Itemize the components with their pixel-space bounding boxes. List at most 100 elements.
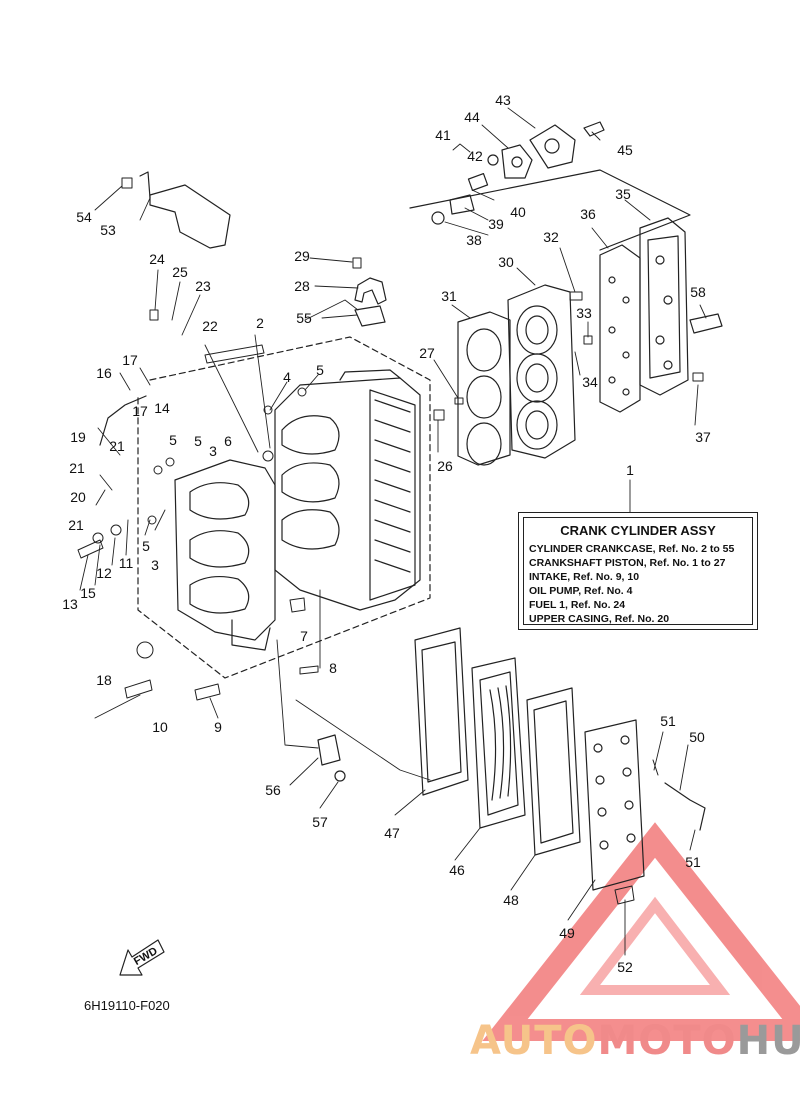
bolt-57-icon	[334, 770, 346, 782]
callout-49: 49	[559, 925, 575, 941]
callout-12: 12	[96, 565, 112, 581]
watermark-part-3: HUB	[736, 1018, 800, 1064]
callout-5d: 5	[142, 538, 150, 554]
head-cover-gasket	[599, 244, 641, 413]
bracket-55	[354, 305, 386, 327]
exhaust-gasket-48	[526, 687, 581, 856]
info-line: OIL PUMP, Ref. No. 4	[529, 585, 633, 597]
cylinder-head	[507, 284, 576, 459]
callout-5b: 5	[169, 432, 177, 448]
callout-26: 26	[437, 458, 453, 474]
callout-4: 4	[283, 369, 291, 385]
spark-plug-58	[689, 313, 723, 334]
callout-10: 10	[152, 719, 168, 735]
callout-50: 50	[689, 729, 705, 745]
callout-39: 39	[488, 216, 504, 232]
callout-2: 2	[256, 315, 264, 331]
callout-19: 19	[70, 429, 86, 445]
callout-56: 56	[265, 782, 281, 798]
callout-52: 52	[617, 959, 633, 975]
crankcase	[174, 459, 276, 651]
callout-35: 35	[615, 186, 631, 202]
exhaust-gasket-47	[414, 627, 469, 796]
bracket-53	[139, 171, 231, 249]
info-box-title: CRANK CYLINDER ASSY	[560, 523, 716, 538]
callout-14: 14	[154, 400, 170, 416]
callout-30: 30	[498, 254, 514, 270]
callout-28: 28	[294, 278, 310, 294]
watermark-logo	[482, 822, 800, 1041]
watermark-part-1: AUTO	[470, 1018, 598, 1064]
callout-17b: 17	[132, 403, 148, 419]
callout-3a: 3	[209, 443, 217, 459]
callout-29: 29	[294, 248, 310, 264]
leader-lines	[79, 107, 707, 956]
callout-21c: 21	[68, 517, 84, 533]
info-line: CRANKSHAFT PISTON, Ref. No. 1 to 27	[529, 557, 726, 569]
callout-36: 36	[580, 206, 596, 222]
callout-37: 37	[695, 429, 711, 445]
callout-41: 41	[435, 127, 451, 143]
clamp-28	[354, 277, 387, 305]
callout-44: 44	[464, 109, 480, 125]
callout-17a: 17	[122, 352, 138, 368]
callout-33: 33	[576, 305, 592, 321]
callout-47: 47	[384, 825, 400, 841]
exhaust-inner-plate-46	[471, 657, 526, 829]
callout-40: 40	[510, 204, 526, 220]
top-assembly-outline	[409, 169, 691, 251]
callout-55: 55	[296, 310, 312, 326]
callout-8: 8	[329, 660, 337, 676]
callout-46: 46	[449, 862, 465, 878]
callout-24: 24	[149, 251, 165, 267]
callout-21b: 21	[109, 438, 125, 454]
callout-6: 6	[224, 433, 232, 449]
callout-51b: 51	[685, 854, 701, 870]
thermostat-cover	[431, 121, 605, 225]
callout-5c: 5	[194, 433, 202, 449]
callout-51a: 51	[660, 713, 676, 729]
diagram-code: 6H19110-F020	[84, 998, 170, 1013]
callout-1: 1	[626, 462, 634, 478]
callout-7: 7	[300, 628, 308, 644]
callout-16: 16	[96, 365, 112, 381]
callout-22: 22	[202, 318, 218, 334]
hose-16	[99, 395, 147, 446]
callout-27: 27	[419, 345, 435, 361]
callout-20: 20	[70, 489, 86, 505]
callout-58: 58	[690, 284, 706, 300]
head-gasket	[457, 311, 511, 466]
callout-9: 9	[214, 719, 222, 735]
callout-21a: 21	[69, 460, 85, 476]
fasteners	[77, 177, 704, 905]
info-line: FUEL 1, Ref. No. 24	[529, 599, 626, 611]
callout-23: 23	[195, 278, 211, 294]
info-box-inner-border	[523, 517, 753, 625]
watermark-part-2: MOTO	[597, 1018, 737, 1064]
hose-50	[664, 782, 706, 831]
callout-57: 57	[312, 814, 328, 830]
callout-25: 25	[172, 264, 188, 280]
callout-11: 11	[118, 555, 134, 571]
callout-53: 53	[100, 222, 116, 238]
info-line: UPPER CASING, Ref. No. 20	[529, 613, 670, 625]
callout-45: 45	[617, 142, 633, 158]
head-cover	[639, 217, 689, 396]
callout-48: 48	[503, 892, 519, 908]
callout-18: 18	[96, 672, 112, 688]
callout-3b: 3	[151, 557, 159, 573]
assembly-info-box: CRANK CYLINDER ASSY CYLINDER CRANKCASE, …	[518, 512, 758, 630]
callout-32: 32	[543, 229, 559, 245]
callout-34: 34	[582, 374, 598, 390]
assembly-dashed-outline	[137, 336, 431, 679]
info-line: INTAKE, Ref. No. 9, 10	[529, 571, 640, 583]
info-line: CYLINDER CRANKCASE, Ref. No. 2 to 55	[529, 543, 735, 555]
callout-43: 43	[495, 92, 511, 108]
watermark-text: AUTOMOTOHUB	[470, 1018, 800, 1064]
callout-42: 42	[467, 148, 483, 164]
callout-13: 13	[62, 596, 78, 612]
callout-54: 54	[76, 209, 92, 225]
fwd-arrow-icon	[119, 939, 165, 976]
